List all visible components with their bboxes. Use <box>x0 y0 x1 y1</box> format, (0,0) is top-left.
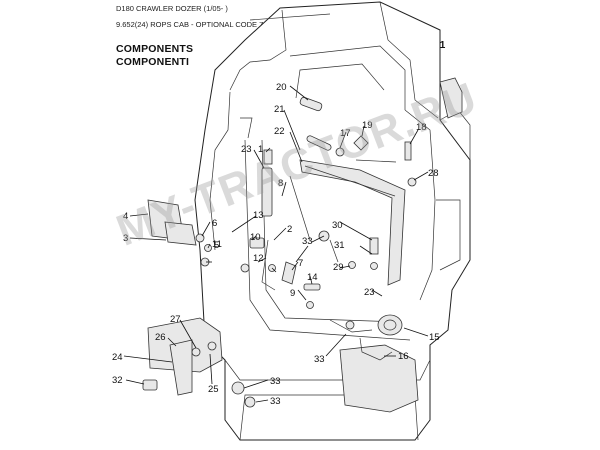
callout: 21 <box>274 104 285 115</box>
callout: 2 <box>287 224 292 235</box>
callout: 24 <box>112 352 123 363</box>
callout: 17 <box>340 128 351 139</box>
callout: 27 <box>170 314 181 325</box>
callout: 30 <box>332 220 343 231</box>
components-label-en: COMPONENTS <box>116 43 194 55</box>
callout: 12 <box>253 253 264 264</box>
cab-frame <box>147 1 471 441</box>
callout: 33 <box>270 376 281 387</box>
callout: 3 <box>123 233 128 244</box>
callout: 29 <box>333 262 344 273</box>
callout: 20 <box>276 82 287 93</box>
callout: 18 <box>416 122 427 133</box>
callout: 4 <box>123 211 128 222</box>
callout: 10 <box>250 232 261 243</box>
parts <box>142 96 417 408</box>
callout: 25 <box>208 384 219 395</box>
callout: 7 <box>298 258 303 269</box>
callout: 8 <box>278 178 283 189</box>
callout: 19 <box>362 120 373 131</box>
callout: 33 <box>302 236 313 247</box>
callout: 23 <box>241 144 252 155</box>
callout: 16 <box>398 351 409 362</box>
section-reference: 9.652(24) ROPS CAB - OPTIONAL CODE 78410… <box>116 20 297 29</box>
callout: 23 <box>364 287 375 298</box>
window-seal-assembly <box>289 159 406 286</box>
callout: 28 <box>428 168 439 179</box>
callout: 22 <box>274 126 285 137</box>
callout: 33 <box>314 354 325 365</box>
callout: 13 <box>253 210 264 221</box>
callout: 14 <box>307 272 318 283</box>
callout: 33 <box>270 396 281 407</box>
callout: 26 <box>155 332 166 343</box>
callouts: 20 21 22 17 19 18 28 23 1 8 2 33 30 31 2… <box>112 82 440 407</box>
callout: 11 <box>212 239 222 250</box>
callout: 6 <box>212 218 217 229</box>
components-label-it: COMPONENTI <box>116 56 190 68</box>
callout: 9 <box>290 288 295 299</box>
callout: 5 <box>214 240 219 251</box>
callout: 32 <box>112 375 123 386</box>
model-title: D180 CRAWLER DOZER (1/05- ) <box>116 4 228 13</box>
callout: 1 <box>258 144 263 155</box>
callout: 31 <box>334 240 345 251</box>
leader-lines <box>123 85 429 403</box>
callout: 15 <box>429 332 440 343</box>
